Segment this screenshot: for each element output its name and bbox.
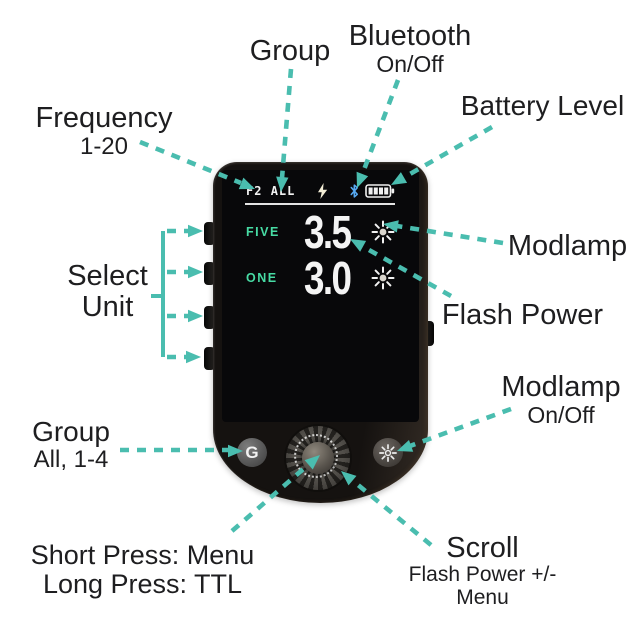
modlamp-onoff-title: Modlamp [501,371,621,403]
lcd-screen: F2 ALL [222,170,419,422]
select-unit-line1: Select [67,260,148,292]
frequency-title: Frequency [35,102,173,134]
frequency-label: Frequency 1-20 [19,102,189,161]
modlamp-sun-icon [371,220,395,244]
flash-bolt-icon [317,183,327,199]
battery-level-label: Battery Level [450,90,635,121]
status-group: ALL [270,184,296,198]
g-button-label: G [245,442,259,462]
select-unit-button-4[interactable] [204,347,215,370]
flash-power-label: Flash Power [440,299,605,331]
flash-trigger-device: F2 ALL [213,162,428,503]
side-button-right[interactable] [424,321,434,346]
status-frequency-group: F2 ALL [246,184,295,198]
modlamp-onoff-subtitle: On/Off [527,402,595,429]
battery-level-title: Battery Level [460,90,625,121]
group-top-title: Group [249,35,331,67]
group-button-label: Group All, 1-4 [25,416,117,474]
power-row-1: FIVE 3.5 [222,206,419,258]
scroll-subtitle1: Flash Power +/- [408,563,557,587]
modlamp-onoff-label: Modlamp On/Off [490,371,632,429]
menu-press-line1: Short Press: Menu [30,540,255,570]
wheel-dot-ring [294,434,338,478]
select-unit-line2: Unit [81,291,134,324]
status-bar: F2 ALL [246,182,395,200]
scroll-wheel[interactable] [286,426,350,490]
scroll-subtitle2: Menu [456,585,509,609]
group-top-label: Group [240,35,340,67]
modlamp-sun-icon [371,266,395,290]
modlamp-screen-title: Modlamp [507,230,628,262]
select-unit-button-2[interactable] [204,262,215,285]
modlamp-onoff-button[interactable] [373,438,403,467]
modlamp-screen-label: Modlamp [495,230,640,262]
group-g-button[interactable]: G [237,438,267,467]
menu-press-label: Short Press: Menu Long Press: TTL [20,540,265,600]
scroll-title: Scroll [446,532,519,564]
menu-press-line2: Long Press: TTL [42,569,243,600]
bluetooth-subtitle: On/Off [376,51,444,78]
scroll-label: Scroll Flash Power +/- Menu [400,532,565,610]
bluetooth-icon [350,184,359,198]
unit-name-1: FIVE [246,225,280,239]
flash-power-value-1: 3.5 [304,206,352,258]
flash-power-title: Flash Power [441,299,604,331]
select-unit-button-1[interactable] [204,222,215,245]
status-divider [245,203,395,205]
flash-power-value-2: 3.0 [304,252,352,304]
bluetooth-title: Bluetooth [348,20,472,52]
bluetooth-label: Bluetooth On/Off [335,20,485,78]
group-button-title: Group [32,416,110,447]
status-icons [349,183,395,199]
status-frequency: F2 [246,184,263,198]
group-button-subtitle: All, 1-4 [33,446,109,474]
wheel-center-button[interactable] [302,442,334,474]
frequency-subtitle: 1-20 [79,133,129,161]
select-unit-button-3[interactable] [204,306,215,329]
unit-name-2: ONE [246,271,278,285]
power-row-2: ONE 3.0 [222,252,419,304]
modlamp-sun-icon [379,443,397,462]
select-unit-label: Select Unit [30,260,185,324]
battery-level-icon [365,184,395,198]
